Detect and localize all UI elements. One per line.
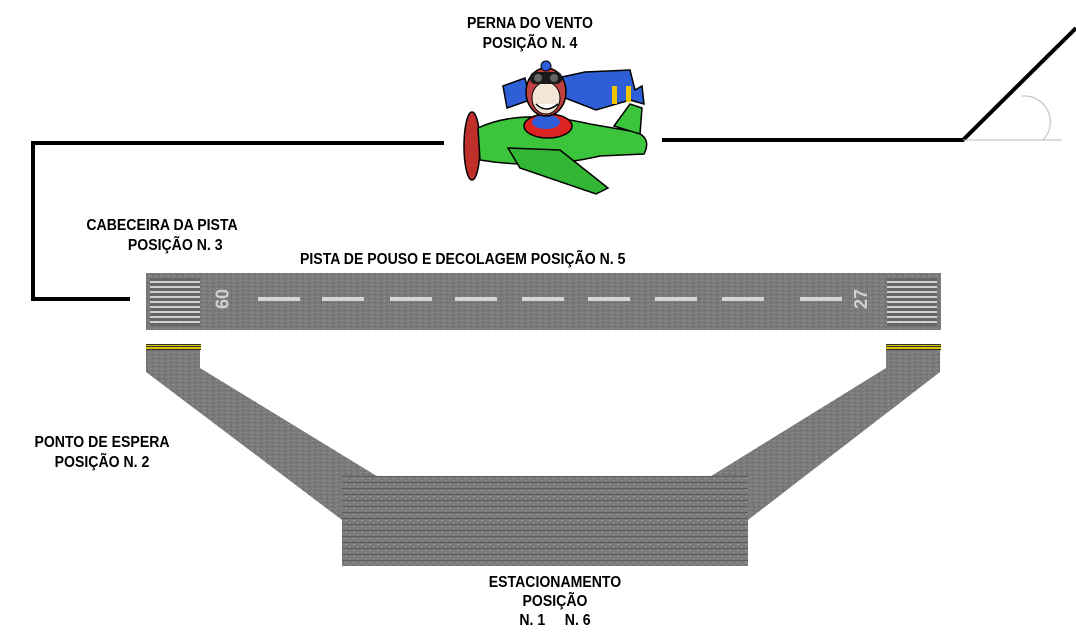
runway-designator-right: 27 bbox=[851, 289, 871, 309]
parking-title: ESTACIONAMENTO bbox=[488, 574, 622, 591]
downwind-title: PERNA DO VENTO bbox=[467, 15, 593, 32]
holding-point-title: PONTO DE ESPERA bbox=[34, 434, 170, 451]
taxiway-right bbox=[708, 350, 940, 520]
parking-apron bbox=[342, 476, 748, 566]
runway-centerline bbox=[258, 297, 842, 301]
holding-point-position: POSIÇÃO N. 2 bbox=[54, 454, 150, 471]
threshold-position: POSIÇÃO N. 3 bbox=[127, 237, 223, 254]
circuit-path-right bbox=[662, 26, 1076, 142]
runway-threshold-right bbox=[887, 278, 937, 326]
holding-point-label: PONTO DE ESPERA POSIÇÃO N. 2 bbox=[14, 433, 190, 473]
runway-designator-left: 09 bbox=[211, 289, 231, 309]
threshold-label: CABECEIRA DA PISTA POSIÇÃO N. 3 bbox=[65, 216, 259, 256]
downwind-position: POSIÇÃO N. 4 bbox=[482, 35, 578, 52]
taxiway-left bbox=[146, 350, 380, 520]
runway bbox=[146, 273, 941, 330]
holding-line-right bbox=[886, 344, 941, 350]
circuit-path-left bbox=[31, 141, 444, 301]
angle-arc bbox=[1021, 95, 1051, 141]
runway-threshold-left bbox=[150, 278, 200, 326]
parking-numbers: N. 1 N. 6 bbox=[519, 612, 591, 629]
parking-position: POSIÇÃO bbox=[522, 593, 588, 610]
holding-line-left bbox=[146, 344, 201, 350]
parking-label: ESTACIONAMENTO POSIÇÃO N. 1 N. 6 bbox=[467, 573, 643, 630]
runway-label: PISTA DE POUSO E DECOLAGEM POSIÇÃO N. 5 bbox=[300, 251, 626, 268]
threshold-title: CABECEIRA DA PISTA bbox=[86, 217, 238, 234]
downwind-label: PERNA DO VENTO POSIÇÃO N. 4 bbox=[451, 14, 609, 54]
airplane-pilot-icon bbox=[463, 60, 648, 195]
